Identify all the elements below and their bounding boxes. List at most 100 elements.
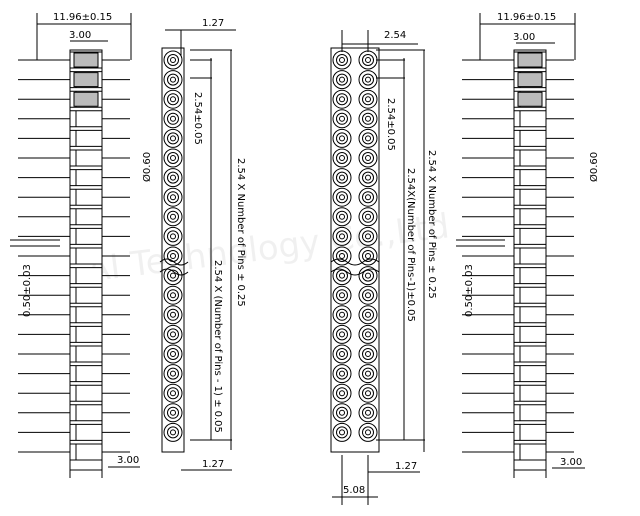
pad-hole	[340, 254, 345, 259]
housing-outline	[514, 50, 546, 470]
pad-ring	[168, 172, 179, 183]
pad-ring	[363, 309, 374, 320]
pad-hole	[340, 410, 345, 415]
pad-hole	[366, 410, 371, 415]
single-row-labels: 1.27 1.27 2.54±0.05 2.54 X Number of Pin…	[165, 18, 246, 470]
pad-outline	[164, 267, 182, 285]
pad-outline	[333, 286, 351, 304]
housing-segment	[514, 209, 546, 225]
housing-segment	[514, 130, 546, 146]
pad-hole	[340, 234, 345, 239]
pad-outline	[359, 423, 377, 441]
right-width-dim: 11.96±0.15	[497, 12, 556, 23]
pad-hole	[340, 214, 345, 219]
housing-segment	[514, 170, 546, 186]
pad-outline	[333, 208, 351, 226]
pad-hole	[171, 136, 176, 141]
pad-ring	[168, 329, 179, 340]
pad-hole	[366, 391, 371, 396]
pad-hole	[340, 332, 345, 337]
double-row-labels: 2.54 1.27 5.08 2.54±0.05 2.54 X Number o…	[332, 30, 437, 505]
pad-outline	[333, 227, 351, 245]
pad-ring	[337, 309, 348, 320]
pad-hole	[366, 156, 371, 161]
single-pitch-bottom: 1.27	[202, 459, 224, 470]
single-pitch-top: 1.27	[202, 18, 224, 29]
pad-outline	[333, 188, 351, 206]
left-side-labels: 11.96±0.15 3.00 3.00 Ø0.60 0.50±0.03	[10, 12, 153, 467]
pad-outline	[359, 306, 377, 324]
pad-hole	[340, 293, 345, 298]
left-width-dim: 11.96±0.15	[53, 12, 112, 23]
pad-ring	[337, 94, 348, 105]
pad-outline	[359, 188, 377, 206]
pad-outline	[164, 306, 182, 324]
housing-segment	[514, 150, 546, 166]
pad-hole	[366, 195, 371, 200]
pad-hole	[171, 332, 176, 337]
housing-segment	[70, 307, 102, 323]
pad-outline	[359, 325, 377, 343]
break-mark	[331, 269, 379, 275]
housing-segment	[514, 346, 546, 362]
pad-ring	[168, 153, 179, 164]
pad-outline	[333, 345, 351, 363]
pad-outline	[333, 110, 351, 128]
pad-hole	[366, 371, 371, 376]
pad-hole	[171, 273, 176, 278]
housing-segment	[70, 405, 102, 421]
pad-ring	[363, 368, 374, 379]
pad-ring	[363, 427, 374, 438]
housing-segment	[70, 366, 102, 382]
right-pin-dim-top: 3.00	[513, 32, 535, 43]
pad-hole	[171, 116, 176, 121]
left-pin-dim-top: 3.00	[69, 30, 91, 41]
pad-outline	[359, 129, 377, 147]
pad-hole	[340, 77, 345, 82]
housing-segment	[70, 150, 102, 166]
pad-outline	[359, 110, 377, 128]
housing-segment	[514, 385, 546, 401]
pad-hole	[366, 234, 371, 239]
housing-segment	[70, 209, 102, 225]
pad-ring	[363, 211, 374, 222]
pad-outline	[359, 227, 377, 245]
pad-outline	[164, 129, 182, 147]
pad-hole	[340, 312, 345, 317]
pad-ring	[337, 290, 348, 301]
pad-ring	[168, 309, 179, 320]
housing-segment	[70, 385, 102, 401]
housing-segment	[514, 287, 546, 303]
contact-detail	[518, 73, 542, 87]
pad-hole	[340, 352, 345, 357]
housing-segment	[70, 326, 102, 342]
pad-ring	[363, 251, 374, 262]
pad-outline	[164, 423, 182, 441]
pad-outline	[359, 404, 377, 422]
pad-ring	[337, 368, 348, 379]
pad-hole	[366, 430, 371, 435]
left-pin-width: 0.50±0.03	[22, 264, 33, 317]
pad-ring	[363, 172, 374, 183]
pad-hole	[171, 410, 176, 415]
pad-ring	[168, 94, 179, 105]
pad-ring	[168, 290, 179, 301]
pad-ring	[168, 368, 179, 379]
pad-outline	[333, 365, 351, 383]
pad-hole	[366, 77, 371, 82]
pad-ring	[363, 349, 374, 360]
housing-segment	[70, 228, 102, 244]
housing-segment	[70, 248, 102, 264]
pad-hole	[171, 254, 176, 259]
pad-outline	[333, 423, 351, 441]
pad-hole	[171, 234, 176, 239]
pad-hole	[366, 214, 371, 219]
pad-outline	[333, 129, 351, 147]
pad-hole	[366, 116, 371, 121]
pad-ring	[337, 192, 348, 203]
pad-hole	[340, 371, 345, 376]
pad-ring	[363, 270, 374, 281]
housing-segment	[70, 268, 102, 284]
pad-hole	[340, 136, 345, 141]
